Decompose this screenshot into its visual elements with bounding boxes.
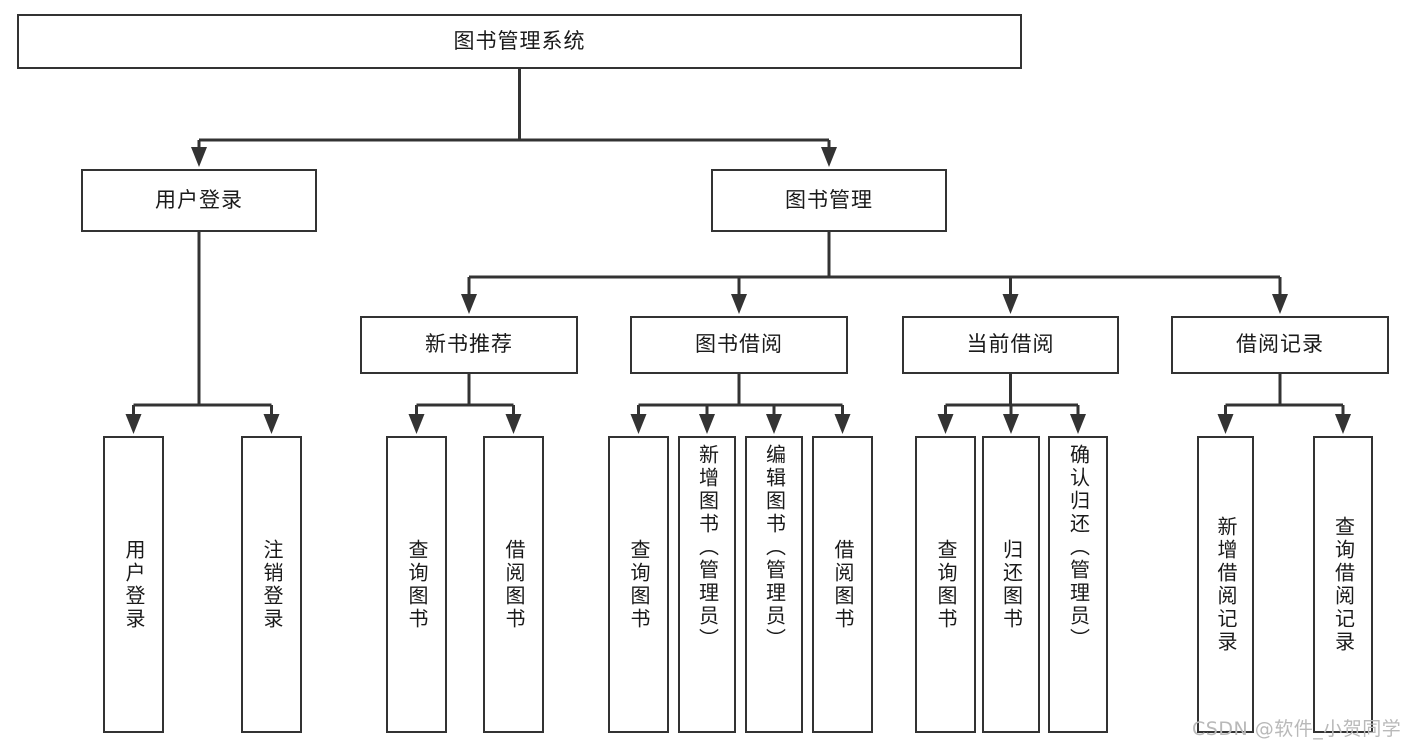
node-label: 查询借阅记录 — [1331, 515, 1356, 654]
node-leaf-add-book[interactable]: 新增图书（管理员） — [678, 436, 736, 733]
node-label: 借阅图书 — [831, 538, 855, 631]
arrowhead — [125, 414, 142, 434]
node-leaf-user-logout[interactable]: 注销登录 — [241, 436, 302, 733]
arrowhead — [766, 414, 782, 434]
arrowhead — [731, 294, 747, 314]
arrowhead — [505, 414, 522, 434]
node-user-login[interactable]: 用户登录 — [81, 169, 317, 232]
arrowhead — [699, 414, 715, 434]
node-root[interactable]: 图书管理系统 — [17, 14, 1022, 69]
arrowhead — [1272, 294, 1288, 314]
arrowhead — [1003, 414, 1019, 434]
node-leaf-query-book-rec[interactable]: 查询图书 — [386, 436, 447, 733]
arrowhead — [263, 414, 280, 434]
node-label: 查询图书 — [934, 538, 958, 631]
arrowhead — [408, 414, 425, 434]
arrowhead — [1217, 414, 1234, 434]
node-leaf-user-login[interactable]: 用户登录 — [103, 436, 164, 733]
node-label: 新书推荐 — [425, 332, 513, 357]
node-leaf-query-book-bb[interactable]: 查询图书 — [608, 436, 669, 733]
arrowhead — [1335, 414, 1351, 434]
node-label: 查询图书 — [405, 538, 429, 631]
node-label: 查询图书 — [627, 538, 651, 631]
node-label: 注销登录 — [260, 538, 284, 631]
node-label: 新增借阅记录 — [1214, 515, 1238, 654]
node-borrow-record[interactable]: 借阅记录 — [1171, 316, 1389, 374]
arrowhead — [834, 414, 851, 434]
node-label: 编辑图书（管理员） — [762, 444, 787, 651]
arrowhead — [461, 294, 477, 314]
node-label: 用户登录 — [155, 187, 243, 212]
arrowhead — [1002, 294, 1019, 314]
arrowhead — [1070, 414, 1086, 434]
node-leaf-edit-book[interactable]: 编辑图书（管理员） — [745, 436, 803, 733]
arrowhead — [937, 414, 954, 434]
node-label: 用户登录 — [122, 538, 146, 631]
node-leaf-return-book[interactable]: 归还图书 — [982, 436, 1040, 733]
node-current-borrow[interactable]: 当前借阅 — [902, 316, 1119, 374]
node-label: 借阅图书 — [502, 538, 526, 631]
node-book-borrow[interactable]: 图书借阅 — [630, 316, 848, 374]
node-leaf-borrow-book-bb[interactable]: 借阅图书 — [812, 436, 873, 733]
node-new-book-rec[interactable]: 新书推荐 — [360, 316, 578, 374]
node-leaf-query-book-cb[interactable]: 查询图书 — [915, 436, 976, 733]
node-label: 图书管理系统 — [453, 28, 586, 53]
node-leaf-query-record[interactable]: 查询借阅记录 — [1313, 436, 1373, 733]
node-label: 当前借阅 — [966, 332, 1055, 357]
node-label: 图书借阅 — [695, 332, 783, 357]
node-label: 新增图书（管理员） — [695, 444, 720, 651]
node-label: 借阅记录 — [1236, 332, 1324, 357]
node-leaf-borrow-book-rec[interactable]: 借阅图书 — [483, 436, 544, 733]
arrowhead — [191, 147, 207, 167]
node-book-manage[interactable]: 图书管理 — [711, 169, 947, 232]
node-label: 图书管理 — [785, 187, 873, 212]
node-leaf-confirm-return[interactable]: 确认归还（管理员） — [1048, 436, 1108, 733]
arrowhead — [630, 414, 647, 434]
node-leaf-add-record[interactable]: 新增借阅记录 — [1197, 436, 1254, 733]
node-label: 归还图书 — [999, 538, 1024, 631]
arrowhead — [821, 147, 837, 167]
node-label: 确认归还（管理员） — [1066, 444, 1091, 651]
